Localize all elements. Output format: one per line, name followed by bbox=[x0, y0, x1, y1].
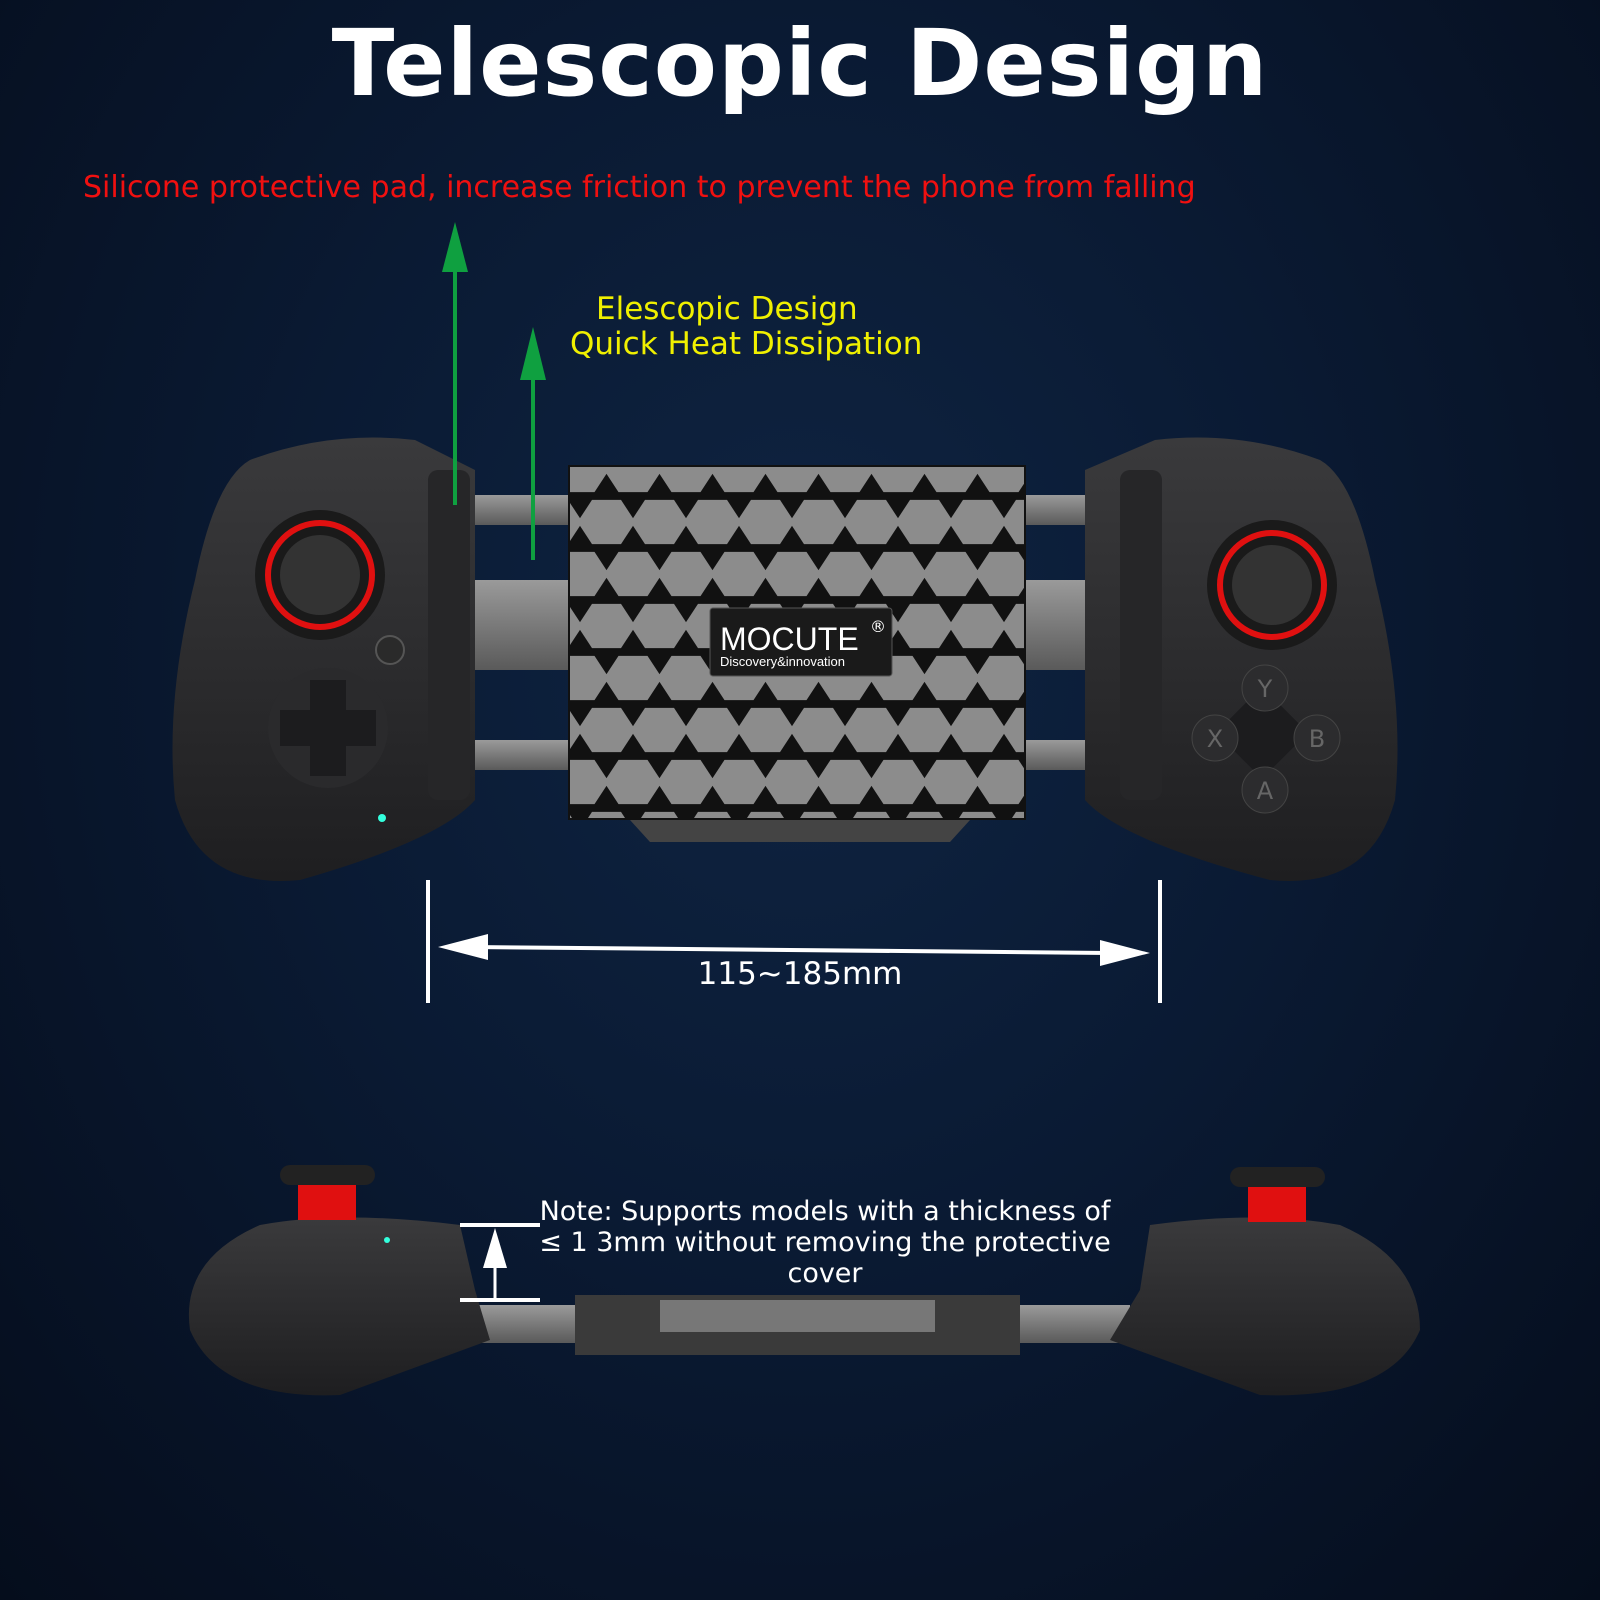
honeycomb-cell bbox=[683, 707, 742, 753]
honeycomb-cell bbox=[869, 551, 927, 597]
honeycomb-cell bbox=[577, 499, 636, 545]
honeycomb-cell bbox=[763, 467, 821, 493]
honeycomb-cell bbox=[895, 707, 954, 753]
honeycomb-cell bbox=[852, 811, 891, 818]
telescopic-line1: Elescopic Design bbox=[596, 291, 858, 327]
honeycomb-cell bbox=[736, 707, 795, 753]
honeycomb-cell bbox=[710, 551, 768, 597]
honeycomb-cell bbox=[570, 502, 583, 542]
honeycomb-cell bbox=[657, 551, 715, 597]
face-buttons: Y X B A bbox=[1191, 664, 1341, 814]
honeycomb-cell bbox=[710, 759, 768, 805]
honeycomb-cell bbox=[816, 467, 874, 493]
honeycomb-cell bbox=[640, 811, 679, 818]
honeycomb-cell bbox=[816, 759, 874, 805]
honeycomb-cell bbox=[1001, 499, 1024, 545]
button-x[interactable]: X bbox=[1207, 725, 1223, 753]
svg-text:®: ® bbox=[870, 617, 886, 636]
honeycomb-cell bbox=[1001, 707, 1024, 753]
side-view-controller bbox=[188, 1165, 1420, 1396]
honeycomb-cell bbox=[570, 606, 583, 646]
honeycomb-cell bbox=[570, 710, 583, 750]
honeycomb-cell bbox=[1055, 812, 1113, 856]
honeycomb-cell bbox=[869, 759, 927, 805]
honeycomb-cell bbox=[630, 707, 689, 753]
honeycomb-cell bbox=[657, 467, 715, 493]
honeycomb-cell bbox=[736, 499, 795, 545]
honeycomb-cell bbox=[799, 811, 838, 818]
silicone-pad-annotation: Silicone protective pad, increase fricti… bbox=[83, 170, 1196, 205]
honeycomb-cell bbox=[1001, 603, 1024, 649]
honeycomb-cell bbox=[763, 759, 821, 805]
honeycomb-cell bbox=[570, 467, 609, 493]
honeycomb-cell bbox=[975, 655, 1024, 701]
svg-text:MOCUTE: MOCUTE bbox=[720, 621, 859, 657]
telescopic-annotation: Elescopic Design Quick Heat Dissipation bbox=[570, 292, 922, 362]
honeycomb-cell bbox=[975, 467, 1024, 493]
honeycomb-cell bbox=[789, 499, 848, 545]
telescopic-line2: Quick Heat Dissipation bbox=[570, 326, 923, 362]
left-grip bbox=[172, 437, 475, 881]
honeycomb-cell bbox=[789, 707, 848, 753]
thickness-note: Note: Supports models with a thickness o… bbox=[539, 1196, 1111, 1289]
honeycomb-cell bbox=[630, 603, 689, 649]
honeycomb-cell bbox=[958, 811, 997, 818]
width-range-label: 115~185mm bbox=[697, 956, 903, 992]
button-b[interactable]: B bbox=[1309, 725, 1325, 753]
honeycomb-cell bbox=[657, 759, 715, 805]
honeycomb-cell bbox=[604, 467, 662, 493]
honeycomb-cell bbox=[905, 811, 944, 818]
right-grip: Y X B A bbox=[1085, 437, 1398, 881]
page-title: Telescopic Design bbox=[331, 10, 1269, 117]
honeycomb-cell bbox=[922, 759, 980, 805]
honeycomb-cell bbox=[869, 467, 927, 493]
honeycomb-cell bbox=[604, 655, 662, 701]
honeycomb-cell bbox=[498, 448, 556, 492]
honeycomb-cell bbox=[895, 499, 954, 545]
silicone-pad-left bbox=[428, 470, 470, 800]
honeycomb-cell bbox=[630, 499, 689, 545]
honeycomb-cell bbox=[975, 551, 1024, 597]
button-a[interactable]: A bbox=[1257, 777, 1274, 805]
svg-text:Discovery&innovation: Discovery&innovation bbox=[720, 654, 845, 669]
honeycomb-cell bbox=[922, 551, 980, 597]
honeycomb-cell bbox=[895, 603, 954, 649]
honeycomb-cell bbox=[922, 655, 980, 701]
heat-dissipation-honeycomb bbox=[498, 448, 1113, 856]
honeycomb-cell bbox=[975, 759, 1024, 805]
honeycomb-cell bbox=[1011, 811, 1024, 818]
honeycomb-cell bbox=[948, 603, 1007, 649]
honeycomb-cell bbox=[693, 811, 732, 818]
green-arrows bbox=[442, 222, 546, 560]
honeycomb-cell bbox=[570, 759, 609, 805]
honeycomb-cell bbox=[570, 551, 609, 597]
honeycomb-cell bbox=[577, 603, 636, 649]
power-button bbox=[375, 635, 405, 665]
honeycomb-cell bbox=[746, 811, 785, 818]
honeycomb-cell bbox=[948, 499, 1007, 545]
honeycomb-cell bbox=[1028, 448, 1086, 492]
phone-holder: MOCUTE ® Discovery&innovation bbox=[498, 448, 1113, 856]
mocute-logo bbox=[709, 607, 893, 677]
honeycomb-cell bbox=[570, 655, 609, 701]
honeycomb-cell bbox=[683, 499, 742, 545]
honeycomb-cell bbox=[842, 707, 901, 753]
width-dimension-arrow bbox=[426, 880, 1162, 1003]
honeycomb-cell bbox=[842, 499, 901, 545]
silicone-pad-right bbox=[1120, 470, 1162, 800]
honeycomb-cell bbox=[587, 811, 626, 818]
honeycomb-cell bbox=[922, 467, 980, 493]
honeycomb-cell bbox=[657, 655, 715, 701]
honeycomb-cell bbox=[577, 707, 636, 753]
honeycomb-cell bbox=[763, 551, 821, 597]
honeycomb-cell bbox=[710, 467, 768, 493]
honeycomb-cell bbox=[570, 814, 573, 818]
button-y[interactable]: Y bbox=[1257, 675, 1273, 703]
thickness-arrow bbox=[460, 1223, 540, 1302]
honeycomb-cell bbox=[948, 707, 1007, 753]
honeycomb-cell bbox=[604, 551, 662, 597]
honeycomb-cell bbox=[816, 551, 874, 597]
honeycomb-cell bbox=[604, 759, 662, 805]
